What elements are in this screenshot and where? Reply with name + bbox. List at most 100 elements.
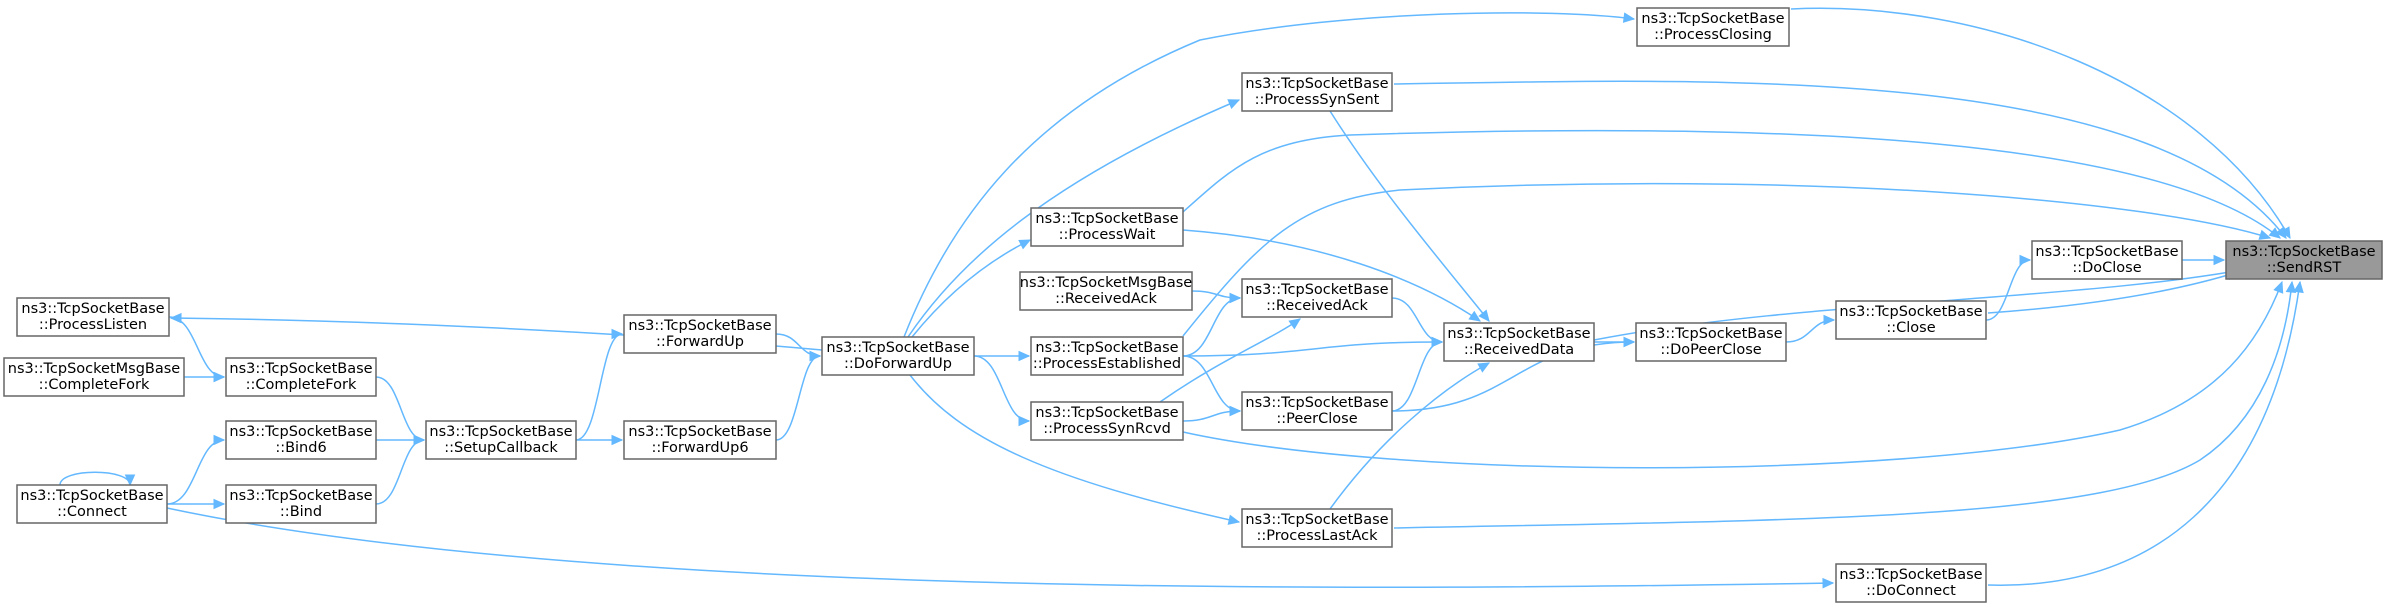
node-class-label: ns3::TcpSocketBase bbox=[1839, 567, 1982, 583]
node-doforwardup[interactable]: ns3::TcpSocketBase::DoForwardUp bbox=[821, 336, 975, 376]
edge-processsynsent-to-receiveddata bbox=[1329, 110, 1490, 322]
edge-processwait-to-sendrst-arrowhead bbox=[2268, 227, 2281, 239]
edge-processlastack-to-sendrst-arrowhead bbox=[2285, 280, 2297, 293]
node-method-label: ::DoForwardUp bbox=[844, 356, 952, 372]
node-box bbox=[1835, 563, 1987, 603]
edge-connect-to-bind-arrowhead bbox=[213, 498, 226, 510]
edge-doforwardup-to-processestablished-arrowhead bbox=[1018, 350, 1031, 362]
node-class-label: ns3::TcpSocketBase bbox=[2035, 244, 2178, 260]
node-method-label: ::ProcessListen bbox=[39, 317, 147, 333]
node-doconnect[interactable]: ns3::TcpSocketBase::DoConnect bbox=[1835, 563, 1987, 603]
edge-processestablished-to-sendrst-arrowhead bbox=[2258, 229, 2272, 240]
node-msgcompletefork[interactable]: ns3::TcpSocketMsgBase::CompleteFork bbox=[3, 357, 185, 397]
edge-processwait-to-receiveddata-arrowhead bbox=[1468, 310, 1482, 322]
node-class-label: ns3::TcpSocketBase bbox=[1245, 395, 1388, 411]
node-setupcallback[interactable]: ns3::TcpSocketBase::SetupCallback bbox=[425, 420, 577, 460]
node-class-label: ns3::TcpSocketBase bbox=[628, 424, 771, 440]
node-class-label: ns3::TcpSocketBase bbox=[1035, 340, 1178, 356]
node-sendrst[interactable]: ns3::TcpSocketBase::SendRST bbox=[2225, 240, 2383, 280]
node-peerclose[interactable]: ns3::TcpSocketBase::PeerClose bbox=[1241, 391, 1393, 431]
node-dopeerclose[interactable]: ns3::TcpSocketBase::DoPeerClose bbox=[1635, 322, 1787, 362]
node-processlastack[interactable]: ns3::TcpSocketBase::ProcessLastAck bbox=[1241, 508, 1393, 548]
node-class-label: ns3::TcpSocketBase bbox=[628, 318, 771, 334]
node-method-label: ::Bind6 bbox=[275, 440, 326, 456]
node-processlisten[interactable]: ns3::TcpSocketBase::ProcessListen bbox=[16, 297, 170, 337]
edge-forwardup6-to-doforwardup-arrowhead bbox=[809, 350, 822, 362]
edge-connect-to-connect-arrowhead bbox=[124, 474, 136, 487]
node-class-label: ns3::TcpSocketBase bbox=[1035, 405, 1178, 421]
node-method-label: ::ReceivedAck bbox=[1055, 291, 1157, 307]
node-connect[interactable]: ns3::TcpSocketBase::Connect bbox=[16, 484, 168, 524]
node-box bbox=[1030, 207, 1184, 247]
node-receiveddata[interactable]: ns3::TcpSocketBase::ReceivedData bbox=[1443, 322, 1595, 362]
node-class-label: ns3::TcpSocketBase bbox=[1639, 326, 1782, 342]
node-class-label: ns3::TcpSocketBase bbox=[229, 424, 372, 440]
node-box bbox=[821, 336, 975, 376]
node-processwait[interactable]: ns3::TcpSocketBase::ProcessWait bbox=[1030, 207, 1184, 247]
node-forwardup[interactable]: ns3::TcpSocketBase::ForwardUp bbox=[623, 314, 777, 354]
edge-bind-to-setupcallback-arrowhead bbox=[413, 434, 426, 446]
node-box bbox=[225, 484, 377, 524]
node-class-label: ns3::TcpSocketBase bbox=[229, 361, 372, 377]
node-box bbox=[16, 297, 170, 337]
edge-connect-to-doconnect-arrowhead bbox=[1822, 577, 1835, 589]
edge-doforwardup-to-processclosing-arrowhead bbox=[1622, 12, 1636, 23]
edge-processestablished-to-receiveddata bbox=[1182, 341, 1443, 357]
edge-doforwardup-to-processsynsent-arrowhead bbox=[1227, 99, 1241, 109]
node-class-label: ns3::TcpSocketMsgBase bbox=[8, 361, 181, 377]
node-class-label: ns3::TcpSocketBase bbox=[2232, 244, 2375, 260]
edge-doclose-to-sendrst-arrowhead bbox=[2213, 254, 2226, 266]
call-graph-edges bbox=[59, 7, 2304, 589]
node-processestablished[interactable]: ns3::TcpSocketBase::ProcessEstablished bbox=[1030, 336, 1184, 376]
node-completefork[interactable]: ns3::TcpSocketBase::CompleteFork bbox=[225, 357, 377, 397]
node-box bbox=[2225, 240, 2383, 280]
node-box bbox=[16, 484, 168, 524]
node-doclose[interactable]: ns3::TcpSocketBase::DoClose bbox=[2031, 240, 2183, 280]
edge-setupcallback-to-forwardup6-arrowhead bbox=[611, 434, 624, 446]
edge-processsynrcvd-to-sendrst-arrowhead bbox=[2273, 280, 2284, 294]
node-box bbox=[623, 314, 777, 354]
edge-connect-to-doconnect bbox=[166, 507, 1834, 589]
node-method-label: ::SetupCallback bbox=[444, 440, 558, 456]
edge-connect-to-bind6 bbox=[166, 439, 225, 505]
node-processclosing[interactable]: ns3::TcpSocketBase::ProcessClosing bbox=[1636, 7, 1790, 47]
node-method-label: ::SendRST bbox=[2267, 260, 2342, 276]
node-method-label: ::ProcessSynSent bbox=[1255, 92, 1380, 108]
node-class-label: ns3::TcpSocketBase bbox=[429, 424, 572, 440]
edge-processlastack-to-receiveddata-arrowhead bbox=[1477, 362, 1491, 373]
node-box bbox=[1241, 72, 1393, 112]
edge-bind-to-setupcallback bbox=[375, 439, 425, 505]
node-receivedack[interactable]: ns3::TcpSocketBase::ReceivedAck bbox=[1241, 278, 1393, 318]
edge-connect-to-connect bbox=[59, 471, 131, 486]
node-method-label: ::PeerClose bbox=[1276, 411, 1357, 427]
node-box bbox=[1835, 300, 1987, 340]
edge-peerclose-to-receiveddata bbox=[1391, 341, 1443, 412]
node-bind[interactable]: ns3::TcpSocketBase::Bind bbox=[225, 484, 377, 524]
node-class-label: ns3::TcpSocketBase bbox=[1641, 11, 1784, 27]
node-msgreceivedack[interactable]: ns3::TcpSocketMsgBase::ReceivedAck bbox=[1019, 271, 1193, 311]
edge-processclosing-to-sendrst bbox=[1790, 7, 2291, 239]
node-method-label: ::CompleteFork bbox=[246, 377, 357, 393]
node-class-label: ns3::TcpSocketBase bbox=[1245, 512, 1388, 528]
node-method-label: ::DoPeerClose bbox=[1660, 342, 1761, 358]
edge-doconnect-to-sendrst bbox=[1987, 281, 2301, 586]
node-bind6[interactable]: ns3::TcpSocketBase::Bind6 bbox=[225, 420, 377, 460]
node-class-label: ns3::TcpSocketBase bbox=[1839, 304, 1982, 320]
edge-processlisten-to-completefork-arrowhead bbox=[213, 371, 226, 383]
node-class-label: ns3::TcpSocketBase bbox=[21, 301, 164, 317]
node-class-label: ns3::TcpSocketBase bbox=[1245, 76, 1388, 92]
node-class-label: ns3::TcpSocketBase bbox=[1035, 211, 1178, 227]
edge-processsynsent-to-sendrst bbox=[1393, 80, 2287, 239]
edge-processestablished-to-sendrst bbox=[1182, 182, 2271, 337]
call-graph-nodes: ns3::TcpSocketBase::SendRSTns3::TcpSocke… bbox=[3, 7, 2383, 603]
edge-processlastack-to-sendrst bbox=[1393, 281, 2293, 529]
edge-processwait-to-sendrst bbox=[1182, 129, 2281, 239]
node-method-label: ::DoClose bbox=[2072, 260, 2141, 276]
node-processsynrcvd[interactable]: ns3::TcpSocketBase::ProcessSynRcvd bbox=[1030, 401, 1184, 441]
node-close[interactable]: ns3::TcpSocketBase::Close bbox=[1835, 300, 1987, 340]
node-forwardup6[interactable]: ns3::TcpSocketBase::ForwardUp6 bbox=[623, 420, 777, 460]
edge-processsynrcvd-to-peerclose-arrowhead bbox=[1229, 405, 1242, 417]
edge-connect-to-bind6-arrowhead bbox=[213, 434, 226, 446]
node-method-label: ::CompleteFork bbox=[39, 377, 150, 393]
node-processsynsent[interactable]: ns3::TcpSocketBase::ProcessSynSent bbox=[1241, 72, 1393, 112]
